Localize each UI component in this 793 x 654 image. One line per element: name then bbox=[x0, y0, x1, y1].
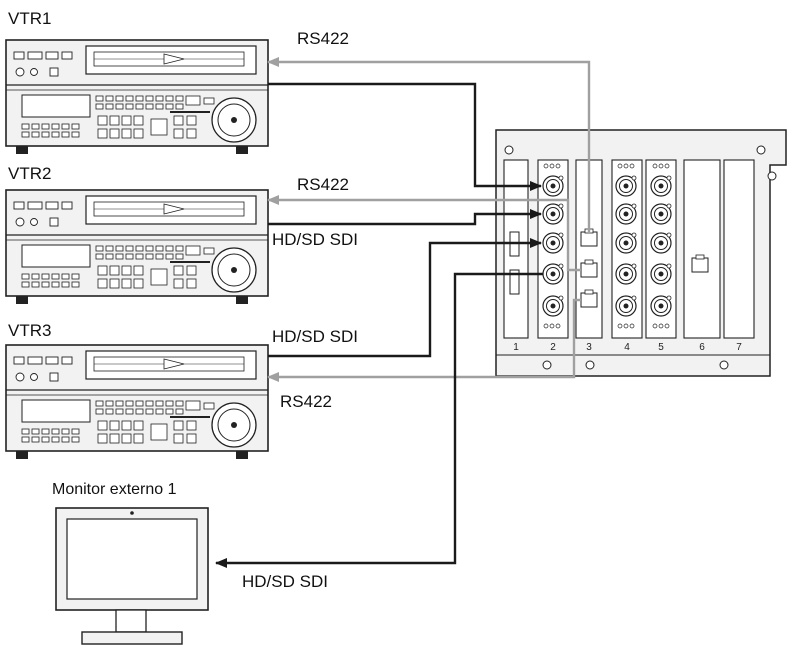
slot-number-6: 6 bbox=[699, 342, 705, 353]
slot-number-2: 2 bbox=[550, 342, 556, 353]
rs422-line-vtr1 bbox=[267, 57, 591, 232]
vtr2-label: VTR2 bbox=[8, 164, 52, 183]
vtr3-label: VTR3 bbox=[8, 321, 52, 340]
vtr3-device bbox=[5, 344, 269, 460]
slot-number-1: 1 bbox=[513, 342, 519, 353]
rs422-line-vtr3 bbox=[267, 298, 581, 382]
slot-number-7: 7 bbox=[736, 342, 742, 353]
monitor-device bbox=[55, 507, 209, 645]
rs422-label-vtr2: RS422 bbox=[297, 175, 349, 194]
vtr1-device bbox=[5, 39, 269, 155]
slot-number-4: 4 bbox=[624, 342, 630, 353]
sdi-line-vtr3 bbox=[268, 238, 542, 358]
slot-number-5: 5 bbox=[658, 342, 664, 353]
sdi-label-vtr2: HD/SD SDI bbox=[272, 230, 358, 249]
rs422-label-vtr3: RS422 bbox=[280, 392, 332, 411]
sdi-line-monitor bbox=[215, 272, 543, 568]
monitor-label: Monitor externo 1 bbox=[52, 481, 177, 498]
sdi-line-vtr1 bbox=[268, 82, 542, 191]
sdi-label-vtr3: HD/SD SDI bbox=[272, 327, 358, 346]
sdi-label-monitor: HD/SD SDI bbox=[242, 572, 328, 591]
vtr2-device bbox=[5, 189, 269, 305]
router-frame bbox=[495, 129, 787, 377]
vtr1-label: VTR1 bbox=[8, 9, 52, 28]
sdi-line-vtr2 bbox=[268, 209, 542, 226]
rs422-label-vtr1: RS422 bbox=[297, 29, 349, 48]
slot-number-3: 3 bbox=[586, 342, 592, 353]
rs422-line-vtr2 bbox=[267, 195, 581, 272]
